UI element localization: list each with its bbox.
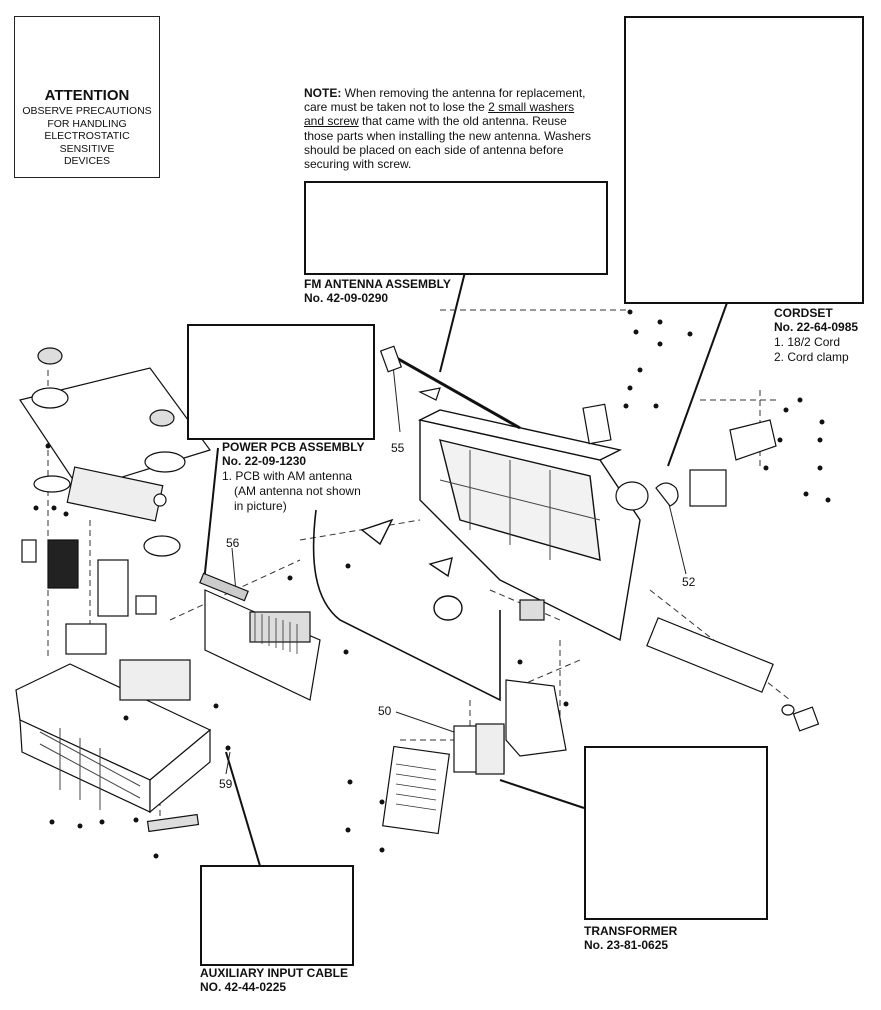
callout-52: 52 xyxy=(682,575,696,589)
attention-line: OBSERVE PRECAUTIONS xyxy=(22,105,152,117)
aux-cable-number: NO. 42-44-0225 xyxy=(200,980,287,994)
note-text: that came with the old antenna. Reuse xyxy=(358,114,567,129)
transformer-number: No. 23-81-0625 xyxy=(584,938,669,952)
fm-antenna-number: No. 42-09-0290 xyxy=(304,291,389,305)
attention-box: ATTENTION OBSERVE PRECAUTIONS FOR HANDLI… xyxy=(14,16,160,178)
attention-line: DEVICES xyxy=(63,155,111,168)
note-text: should be placed on each side of antenna… xyxy=(304,142,564,157)
power-pcb-item: 1. PCB with AM antenna xyxy=(222,469,353,483)
note-text: those parts when installing the new ante… xyxy=(304,128,592,143)
attention-line: ELECTROSTATIC xyxy=(44,130,130,143)
screw-parts xyxy=(33,309,831,859)
power-pcb-title: POWER PCB ASSEMBLY xyxy=(222,440,365,454)
attention-text: OBSERVE PRECAUTIONS FOR HANDLING ELECTRO… xyxy=(15,105,159,168)
cordset-item: 1. 18/2 Cord xyxy=(774,335,841,349)
callout-55: 55 xyxy=(391,441,405,455)
right-side-parts xyxy=(582,403,820,732)
top-panel-part xyxy=(19,347,211,557)
power-pcb-item: in picture) xyxy=(234,499,287,513)
fm-antenna-title: FM ANTENNA ASSEMBLY xyxy=(304,277,451,291)
cordset-frame xyxy=(624,16,864,304)
note-text: care must be taken not to lose the xyxy=(304,100,489,115)
attention-line: FOR HANDLING xyxy=(47,117,127,130)
note-underlined-text: and screw xyxy=(304,114,359,129)
transformer-block-parts xyxy=(382,599,567,835)
note-text: securing with screw. xyxy=(304,157,412,172)
aux-cable-frame xyxy=(200,865,354,966)
power-pcb-item: (AM antenna not shown xyxy=(234,484,361,498)
callout-59: 59 xyxy=(219,777,233,791)
callout-50: 50 xyxy=(378,704,392,718)
side-bracket-parts xyxy=(21,539,157,655)
leader-lines xyxy=(203,271,729,867)
note-underlined-text: 2 small washers xyxy=(488,100,575,115)
power-pcb-frame xyxy=(187,324,375,440)
cordset-item: 2. Cord clamp xyxy=(774,350,849,364)
transformer-frame xyxy=(584,746,768,920)
transformer-title: TRANSFORMER xyxy=(584,924,678,938)
power-pcb-part xyxy=(199,572,321,701)
note-text: When removing the antenna for replacemen… xyxy=(341,86,586,100)
main-housing-part xyxy=(360,409,641,642)
callout-56: 56 xyxy=(226,536,240,550)
antenna-note: NOTE: When removing the antenna for repl… xyxy=(304,86,591,171)
attention-line: SENSITIVE xyxy=(59,142,115,155)
attention-title: ATTENTION xyxy=(44,87,130,104)
cordset-title: CORDSET xyxy=(774,306,833,320)
note-label: NOTE: xyxy=(304,86,342,100)
internal-wire xyxy=(312,509,501,702)
fm-antenna-frame xyxy=(304,181,608,275)
cordset-number: No. 22-64-0985 xyxy=(774,320,859,334)
antenna-rod-part xyxy=(379,345,521,430)
aux-cable-title: AUXILIARY INPUT CABLE xyxy=(200,966,349,980)
base-housing-part xyxy=(15,659,212,833)
power-pcb-number: No. 22-09-1230 xyxy=(222,454,307,468)
